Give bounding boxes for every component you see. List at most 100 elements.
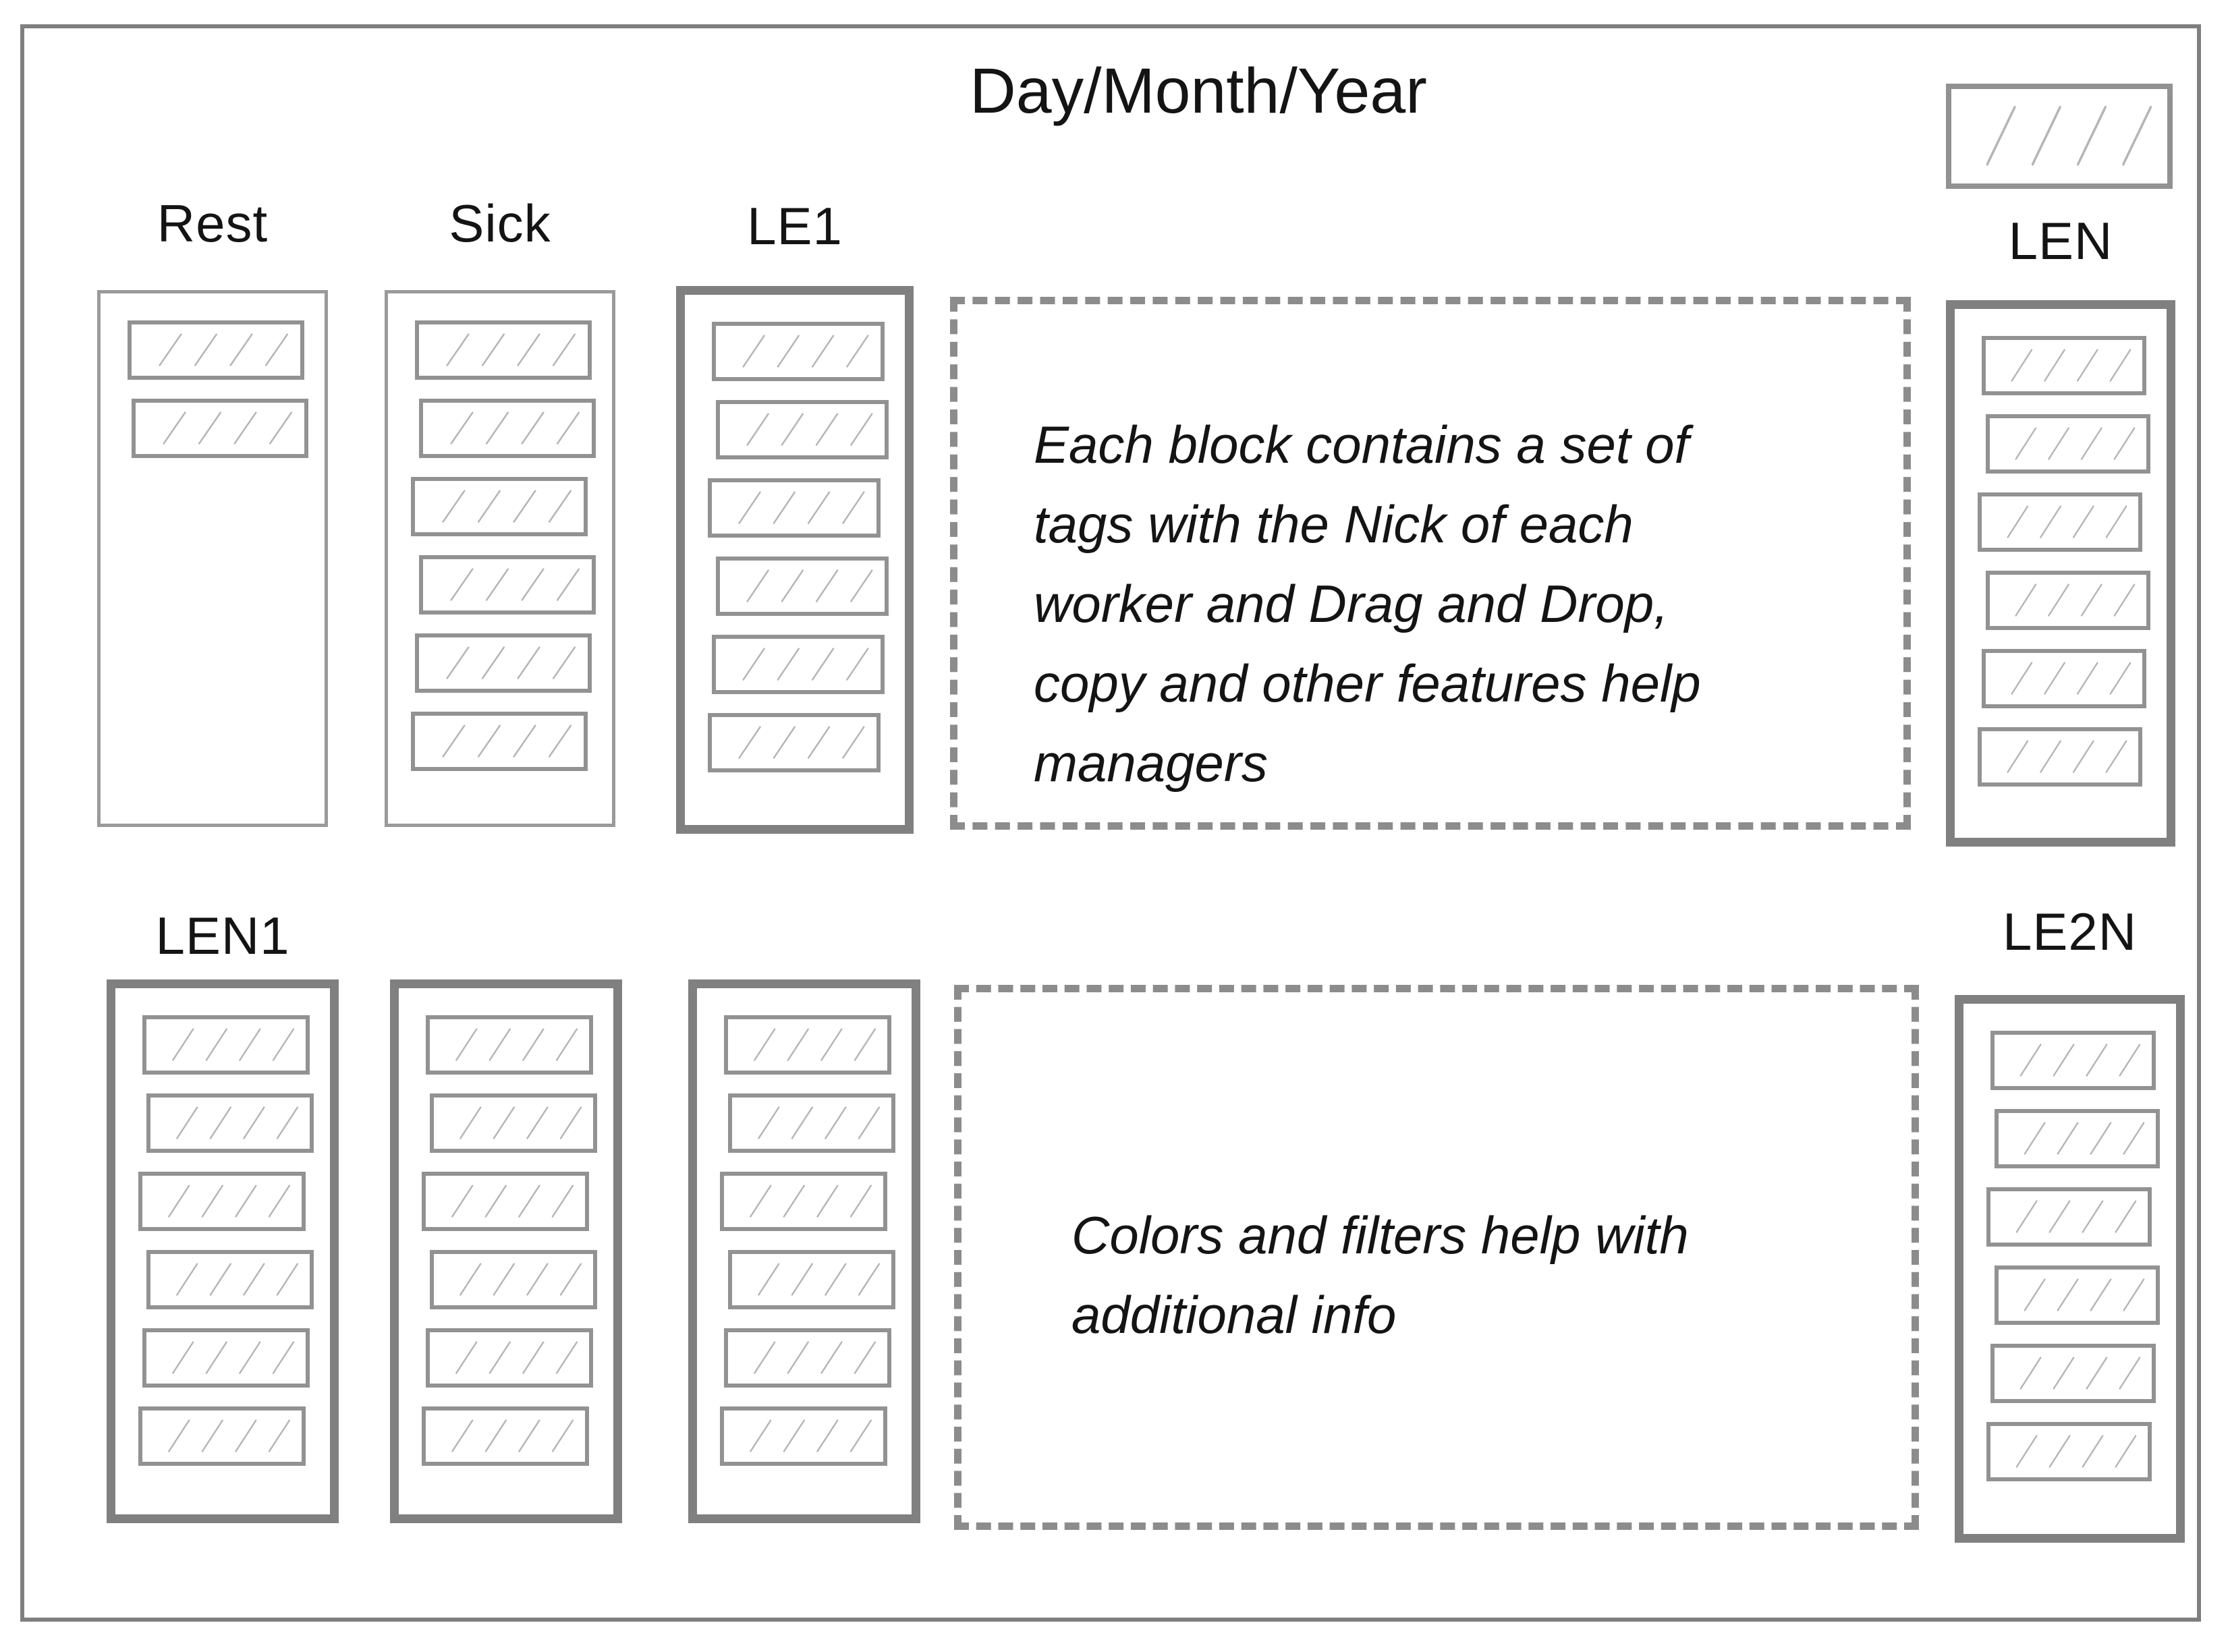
- worker-tag[interactable]: [708, 478, 881, 538]
- outer-frame: [20, 24, 2201, 1622]
- hatch-lines-icon: [746, 569, 873, 602]
- hatch-lines-icon: [2019, 1044, 2141, 1077]
- hatch-lines-icon: [450, 568, 580, 601]
- worker-tag[interactable]: [415, 633, 592, 693]
- worker-tag[interactable]: [1990, 1344, 2156, 1403]
- hatch-lines-icon: [442, 724, 572, 758]
- worker-tag[interactable]: [419, 555, 596, 615]
- worker-tag[interactable]: [138, 1172, 306, 1231]
- worker-tag[interactable]: [1986, 571, 2150, 630]
- annotation-colors-filters-note: Colors and filters help with additional …: [1071, 1205, 1689, 1344]
- hatch-lines-icon: [163, 411, 293, 445]
- worker-tag[interactable]: [716, 557, 889, 616]
- hatch-lines-icon: [176, 1263, 299, 1296]
- worker-tag[interactable]: [146, 1093, 314, 1153]
- worker-tag[interactable]: [128, 320, 304, 380]
- column-rest: [97, 290, 328, 827]
- hatch-lines-icon: [459, 1263, 582, 1296]
- tag-list: [115, 988, 330, 1466]
- hatch-lines-icon: [742, 335, 869, 368]
- worker-tag[interactable]: [426, 1328, 593, 1388]
- worker-tag[interactable]: [1986, 414, 2150, 474]
- tag-list: [1963, 1004, 2176, 1481]
- worker-tag[interactable]: [422, 1172, 589, 1231]
- worker-tag[interactable]: [415, 320, 592, 380]
- worker-tag[interactable]: [716, 400, 889, 459]
- column-len: [1946, 300, 2175, 847]
- hatch-lines-icon: [758, 1263, 881, 1296]
- hatch-lines-icon: [172, 1341, 295, 1374]
- worker-tag[interactable]: [728, 1093, 895, 1153]
- worker-tag[interactable]: [146, 1250, 314, 1309]
- worker-tag[interactable]: [1946, 84, 2173, 189]
- hatch-lines-icon: [455, 1341, 578, 1374]
- worker-tag[interactable]: [1986, 1187, 2152, 1247]
- worker-tag[interactable]: [1990, 1031, 2156, 1090]
- hatch-lines-icon: [159, 333, 289, 366]
- hatch-lines-icon: [172, 1028, 295, 1061]
- column-label-sick: Sick: [449, 194, 551, 253]
- hatch-lines-icon: [2015, 1200, 2137, 1233]
- worker-tag[interactable]: [411, 712, 588, 771]
- hatch-lines-icon: [742, 648, 869, 681]
- column-le2n: [1955, 995, 2185, 1543]
- tag-list: [685, 295, 905, 772]
- worker-tag[interactable]: [728, 1250, 895, 1309]
- worker-tag[interactable]: [1995, 1109, 2160, 1168]
- worker-tag[interactable]: [1995, 1265, 2160, 1325]
- column-label-len: LEN: [2008, 211, 2113, 270]
- column-bottom-middle-2: [688, 979, 920, 1523]
- column-label-len1: LEN1: [155, 906, 290, 965]
- column-le1: [676, 286, 914, 834]
- hatch-lines-icon: [746, 413, 873, 446]
- annotation-drag-drop-note: Each block contains a set of tags with t…: [1034, 415, 1701, 793]
- worker-tag[interactable]: [430, 1093, 597, 1153]
- worker-tag[interactable]: [138, 1406, 306, 1466]
- hatch-lines-icon: [2011, 349, 2131, 382]
- tag-list: [101, 293, 325, 458]
- worker-tag[interactable]: [132, 399, 308, 458]
- worker-tag[interactable]: [142, 1015, 310, 1075]
- hatch-lines-icon: [754, 1028, 876, 1061]
- hatch-lines-icon: [2007, 740, 2127, 773]
- worker-tag[interactable]: [724, 1328, 891, 1388]
- worker-tag[interactable]: [724, 1015, 891, 1075]
- hatch-lines-icon: [451, 1419, 574, 1452]
- column-label-le1: LE1: [747, 196, 843, 256]
- worker-tag[interactable]: [712, 635, 885, 694]
- tag-list: [697, 988, 912, 1466]
- worker-tag[interactable]: [1986, 1422, 2152, 1481]
- worker-tag[interactable]: [426, 1015, 593, 1075]
- hatch-lines-icon: [2015, 1435, 2137, 1468]
- worker-tag[interactable]: [1978, 727, 2142, 787]
- floating-worker-tag[interactable]: [1946, 84, 2173, 189]
- worker-tag[interactable]: [712, 322, 885, 381]
- page-title: Day/Month/Year: [970, 55, 1427, 127]
- worker-tag[interactable]: [720, 1406, 887, 1466]
- worker-tag[interactable]: [1978, 492, 2142, 552]
- hatch-lines-icon: [455, 1028, 578, 1061]
- column-label-le2n: LE2N: [2002, 902, 2138, 961]
- worker-tag[interactable]: [708, 713, 881, 772]
- worker-tag[interactable]: [1982, 649, 2146, 708]
- hatch-lines-icon: [2019, 1357, 2141, 1390]
- hatch-lines-icon: [2011, 662, 2131, 695]
- annotation-box-drag-drop: [950, 297, 1911, 830]
- worker-tag[interactable]: [1982, 336, 2146, 395]
- hatch-lines-icon: [738, 726, 865, 759]
- worker-tag[interactable]: [411, 477, 588, 536]
- worker-tag[interactable]: [422, 1406, 589, 1466]
- column-bottom-middle-1: [390, 979, 622, 1523]
- worker-tag[interactable]: [720, 1172, 887, 1231]
- worker-tag[interactable]: [142, 1328, 310, 1388]
- hatch-lines-icon: [2015, 427, 2136, 460]
- worker-tag[interactable]: [419, 399, 596, 458]
- worker-tag[interactable]: [430, 1250, 597, 1309]
- hatch-lines-icon: [2024, 1122, 2145, 1155]
- column-sick: [385, 290, 615, 827]
- hatch-lines-icon: [176, 1106, 299, 1139]
- tag-list: [388, 293, 612, 771]
- hatch-lines-icon: [451, 1185, 574, 1218]
- hatch-lines-icon: [450, 411, 580, 445]
